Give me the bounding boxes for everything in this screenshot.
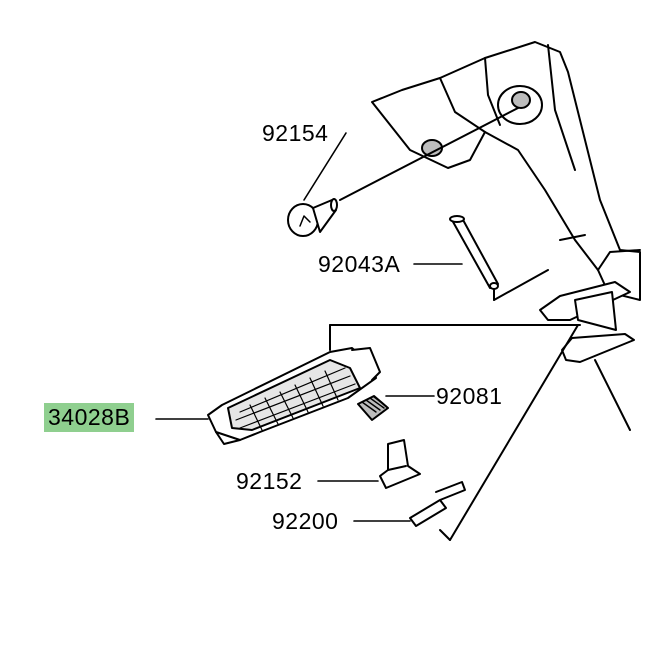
bolt-92154 [287,198,338,237]
label-92043a[interactable]: 92043A [318,251,401,277]
pin-92043a [449,215,499,290]
plate-92152 [379,439,421,489]
label-92154[interactable]: 92154 [262,120,329,146]
label-92200[interactable]: 92200 [272,508,339,534]
leader-92154 [303,132,347,201]
spring-92081 [357,395,389,421]
label-34028b-highlighted[interactable]: 34028B [44,403,135,432]
pivot-boss [539,281,635,363]
label-92081[interactable]: 92081 [436,383,503,409]
footrest-peg-34028b [207,347,381,445]
cotter-92200 [409,481,466,527]
footrest-bracket [371,41,641,301]
label-92152[interactable]: 92152 [236,468,303,494]
